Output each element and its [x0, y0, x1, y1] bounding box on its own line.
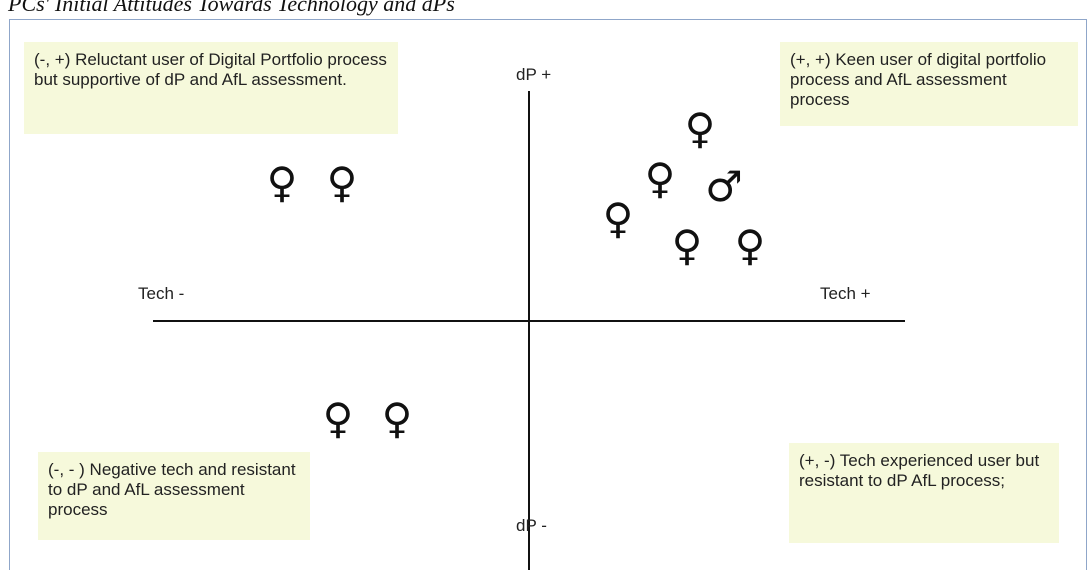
y-axis-line [528, 91, 530, 570]
female-marker: ♀ [326, 158, 358, 207]
female-marker: ♀ [266, 158, 298, 207]
y-axis-bottom-label: dP - [516, 516, 547, 535]
female-marker: ♀ [381, 394, 413, 443]
female-marker: ♀ [671, 221, 703, 270]
male-marker: ♂ [705, 162, 743, 211]
female-marker: ♀ [602, 194, 634, 243]
female-marker: ♀ [734, 221, 766, 270]
x-axis-left-label: Tech - [138, 284, 185, 303]
quadrant-top-left-label: (-, +) Reluctant user of Digital Portfol… [24, 42, 398, 134]
quadrant-bottom-left-label: (-, - ) Negative tech and resistant to d… [38, 452, 310, 540]
female-marker: ♀ [322, 394, 354, 443]
quadrant-bottom-right-label: (+, -) Tech experienced user but resista… [789, 443, 1059, 543]
figure-caption: PCs' Initial Attitudes Towards Technolog… [8, 0, 455, 16]
x-axis-right-label: Tech + [820, 284, 871, 303]
y-axis-top-label: dP + [516, 65, 552, 84]
diagram-frame: (-, +) Reluctant user of Digital Portfol… [9, 19, 1087, 570]
female-marker: ♀ [684, 104, 716, 153]
quadrant-top-right-label: (+, +) Keen user of digital portfolio pr… [780, 42, 1078, 126]
female-marker: ♀ [644, 154, 676, 203]
